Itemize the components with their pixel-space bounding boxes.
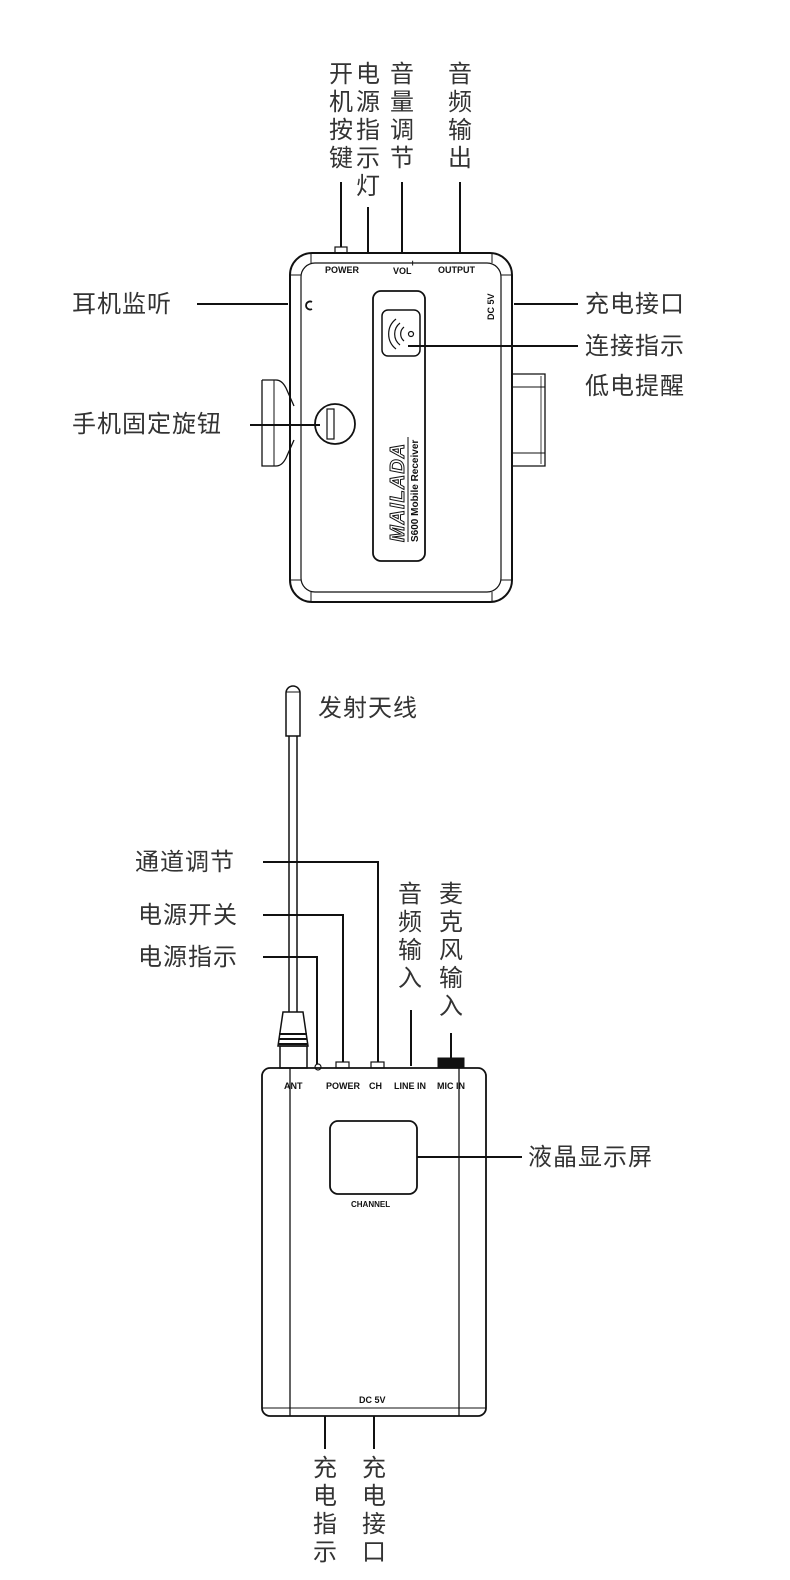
callout-headphone-monitor: 耳机监听 [72,290,172,318]
receiver-callout-lines [197,182,578,426]
callout-audio-output: 音频输出 [448,60,472,172]
rx-model-label: S600 Mobile Receiver [410,440,421,542]
rx-power-label: POWER [325,265,360,275]
rx-vol-plus: + [410,258,415,268]
callout-low-battery: 低电提醒 [585,372,685,400]
connection-indicator [381,309,421,357]
callout-volume-adjust: 音量调节 [390,60,414,172]
rx-output-label: OUTPUT [438,265,476,275]
tx-channel-label: CHANNEL [351,1200,390,1209]
callout-audio-input: 音频输入 [398,880,422,992]
wireless-icon [388,318,415,350]
side-clip [512,373,546,467]
callout-lcd-screen: 液晶显示屏 [528,1143,653,1171]
callout-antenna: 发射天线 [318,694,418,722]
callout-mic-input: 麦克风输入 [439,880,463,1020]
rx-dc-label: DC 5V [486,293,496,320]
receiver-body [289,252,513,603]
tx-dc-label: DC 5V [359,1395,386,1405]
antenna [277,685,309,1069]
callout-channel-adjust: 通道调节 [135,848,235,876]
callout-power-indicator: 电源指示灯 [356,60,380,200]
headphone-icon [305,300,313,311]
callout-charging-port: 充电接口 [585,290,685,318]
tx-power-indicator [314,1063,322,1071]
receiver-label-panel [372,290,426,562]
clamp-knob [314,403,356,445]
callout-charge-indicator: 充电指示 [313,1454,337,1566]
rx-vol-minus: − [383,258,388,268]
tx-ch-label: CH [369,1081,382,1091]
tx-linein-label: LINE IN [394,1081,426,1091]
callout-power-switch: 电源开关 [138,901,238,929]
tx-micin-label: MIC IN [437,1081,465,1091]
callout-phone-clamp-knob: 手机固定旋钮 [72,410,222,438]
callout-connection-indicator: 连接指示 [585,332,685,360]
tx-mic-jack [437,1057,465,1068]
callout-charge-port: 充电接口 [362,1454,386,1566]
callout-tx-power-indicator: 电源指示 [138,943,238,971]
brand-logo: MAILADA [387,443,409,542]
rx-vol-label: VOL [393,266,412,276]
tx-ant-label: ANT [284,1081,303,1091]
clamp-knob-side [261,379,295,467]
callout-power-button: 开机按键 [329,60,353,172]
tx-power-label: POWER [326,1081,361,1091]
lcd-screen [329,1120,418,1195]
transmitter-callout-lines [263,861,522,1449]
